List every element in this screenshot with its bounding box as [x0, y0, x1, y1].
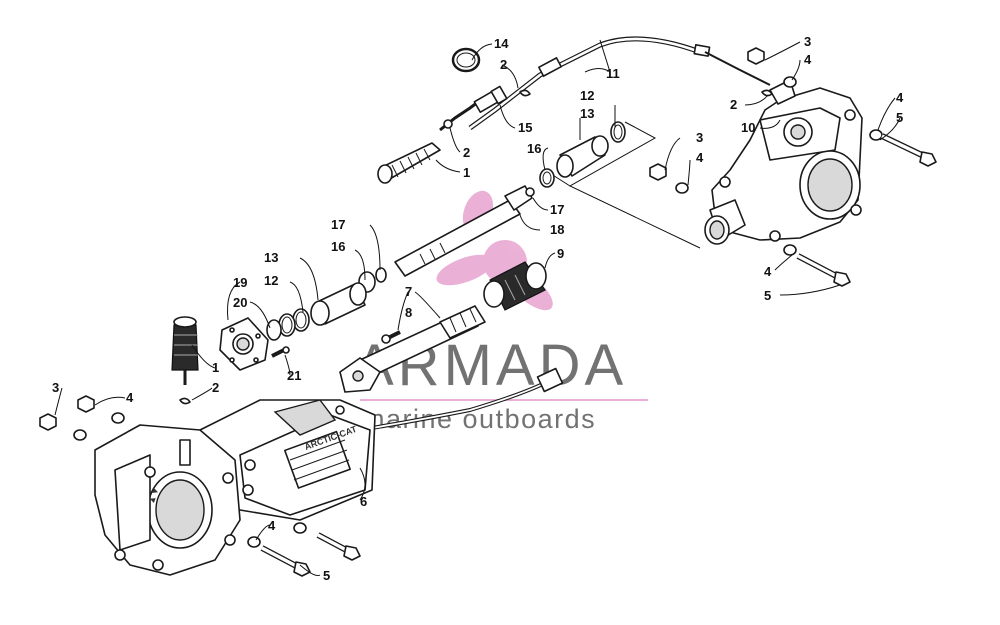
- retaining-clip: [451, 47, 481, 73]
- boot-center: [483, 261, 547, 311]
- callout-21: 21: [287, 368, 301, 383]
- rubber-boot-top: [377, 142, 441, 184]
- callout-19: 19: [233, 275, 247, 290]
- rubber-boot-lower: [171, 316, 199, 405]
- callout-18: 18: [550, 222, 564, 237]
- callout-5: 5: [764, 288, 771, 303]
- front-gear-case: ▲▼: [94, 424, 241, 576]
- callout-12: 12: [264, 273, 278, 288]
- callout-17: 17: [550, 202, 564, 217]
- boot-lower-assembly: [266, 267, 387, 341]
- callout-numbers: 14 2 11 15 2 1 3 4 2 10 4 5 12 13 16 3 4…: [52, 34, 904, 583]
- left-fasteners: [39, 395, 361, 577]
- callout-17: 17: [331, 217, 345, 232]
- callout-4: 4: [896, 90, 904, 105]
- cotter-clip-a: [519, 89, 531, 97]
- callout-2: 2: [730, 97, 737, 112]
- callout-2: 2: [500, 57, 507, 72]
- callout-12: 12: [580, 88, 594, 103]
- output-shaft: [339, 305, 486, 393]
- callout-4: 4: [804, 52, 812, 67]
- callout-3: 3: [696, 130, 703, 145]
- callout-4: 4: [696, 150, 704, 165]
- callout-4: 4: [764, 264, 772, 279]
- shift-cable: [468, 36, 771, 131]
- right-fasteners: [649, 47, 937, 287]
- callout-7: 7: [405, 284, 412, 299]
- wiring-harness: [359, 367, 564, 432]
- callout-14: 14: [494, 36, 509, 51]
- small-bolt: [271, 346, 290, 358]
- callout-9: 9: [557, 246, 564, 261]
- flange-plate: [219, 317, 269, 371]
- callout-6: 6: [360, 494, 367, 509]
- callout-4: 4: [268, 518, 276, 533]
- callout-15: 15: [518, 120, 532, 135]
- callout-5: 5: [896, 110, 903, 125]
- boot-upper-assembly: [539, 121, 626, 188]
- callout-5: 5: [323, 568, 330, 583]
- callout-13: 13: [264, 250, 278, 265]
- callout-16: 16: [527, 141, 541, 156]
- transmission-case: ARCTIC-CAT: [199, 399, 376, 521]
- callout-11: 11: [606, 66, 620, 81]
- callout-4: 4: [126, 390, 134, 405]
- callout-20: 20: [233, 295, 247, 310]
- callout-3: 3: [52, 380, 59, 395]
- callout-3: 3: [804, 34, 811, 49]
- callout-13: 13: [580, 106, 594, 121]
- callout-1: 1: [212, 360, 219, 375]
- callout-2: 2: [463, 145, 470, 160]
- callout-2: 2: [212, 380, 219, 395]
- callout-8: 8: [405, 305, 412, 320]
- drive-shaft: [394, 185, 535, 277]
- leader-lines: [54, 39, 901, 576]
- rear-gear-case: [704, 79, 863, 245]
- callout-16: 16: [331, 239, 345, 254]
- screw-seven: [381, 330, 401, 344]
- callout-1: 1: [463, 165, 470, 180]
- callout-10: 10: [741, 120, 755, 135]
- cable-end-fitting: [439, 85, 508, 132]
